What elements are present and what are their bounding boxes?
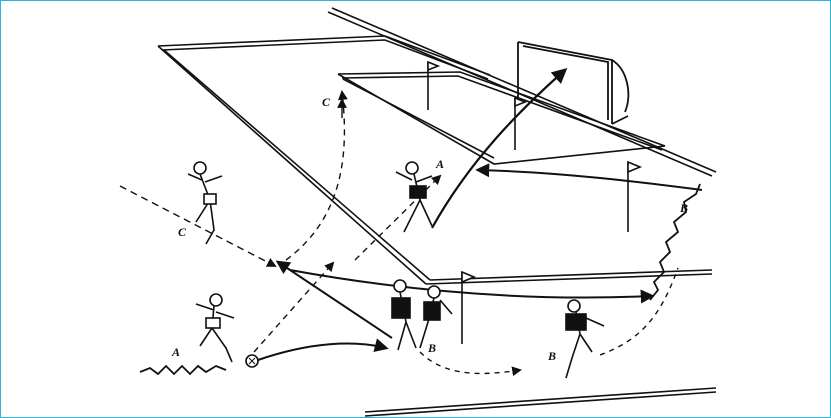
label-a-bottom: A: [171, 345, 180, 359]
label-c-left: C: [178, 225, 187, 239]
dribble-path-a: [140, 366, 226, 374]
player-a: [396, 162, 432, 232]
player-a-kicker: [196, 294, 234, 362]
ball-icon: [246, 355, 258, 367]
run-path-c: [120, 186, 275, 266]
play-labels: C C A A B B B: [171, 95, 688, 363]
label-c-top: C: [322, 95, 331, 109]
player-figure-icon: [188, 162, 604, 378]
run-path-a: [355, 176, 440, 260]
cross-path: [278, 262, 392, 338]
player-c: [188, 162, 222, 244]
penalty-area-top: [158, 36, 490, 75]
pass-a-to-b: [258, 344, 386, 360]
label-a-player: A: [435, 157, 444, 171]
dribble-path-b: [650, 184, 700, 300]
run-path-b-lower: [420, 352, 520, 373]
run-path-c-upward: [286, 92, 344, 260]
run-path-b-right: [600, 268, 678, 355]
pass-b-to-a: [478, 170, 702, 190]
near-touchline: [365, 388, 716, 412]
label-b-runner: B: [547, 349, 556, 363]
label-b-right: B: [679, 201, 688, 215]
label-b-group: B: [427, 341, 436, 355]
pitch-lines: [158, 8, 716, 416]
player-b-runner: [566, 300, 604, 378]
shot-on-goal: [432, 70, 565, 228]
